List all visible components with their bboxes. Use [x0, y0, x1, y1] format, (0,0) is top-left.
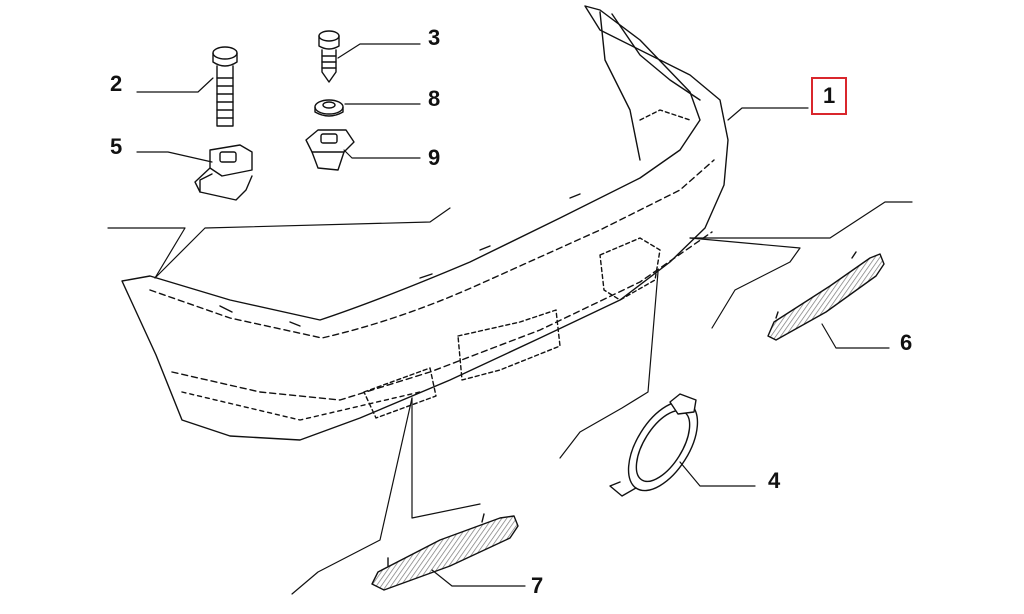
leader-lines	[136, 43, 890, 587]
right-reflector	[767, 251, 885, 341]
screw	[318, 30, 340, 83]
callout-6[interactable]: 6	[900, 330, 913, 355]
clip-nut	[305, 129, 355, 171]
long-bolt	[212, 46, 238, 127]
washer	[314, 99, 344, 117]
mounting-bracket	[194, 144, 253, 201]
callout-5[interactable]: 5	[110, 134, 123, 159]
tow-hook-cover	[609, 393, 699, 497]
left-reflector	[371, 513, 519, 591]
callout-4[interactable]: 4	[768, 468, 781, 493]
assembly-guide-lines	[107, 201, 913, 595]
callout-8[interactable]: 8	[428, 86, 441, 111]
rear-bumper	[121, 5, 729, 441]
callout-7[interactable]: 7	[531, 573, 544, 598]
callout-1[interactable]: 1	[811, 77, 848, 115]
callout-9[interactable]: 9	[428, 145, 441, 170]
callout-3[interactable]: 3	[428, 25, 441, 50]
callout-2[interactable]: 2	[110, 71, 123, 96]
